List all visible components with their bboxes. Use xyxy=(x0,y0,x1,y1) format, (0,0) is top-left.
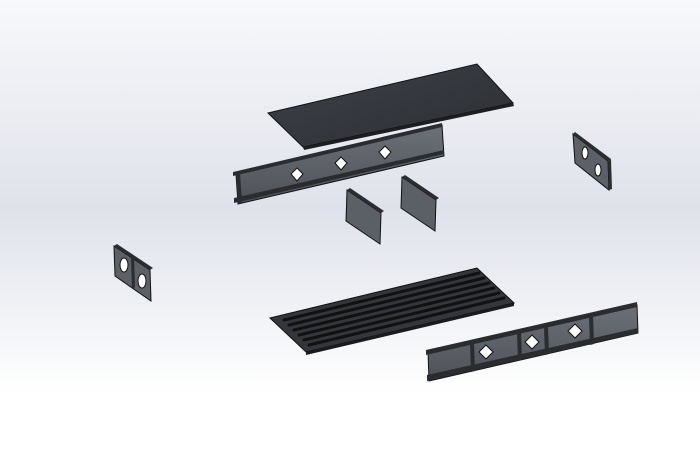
inner-divider-plate-left[interactable] xyxy=(345,188,384,245)
diamond-cutout xyxy=(378,145,392,160)
right-end-bracket[interactable] xyxy=(572,132,612,192)
diamond-cutout xyxy=(478,344,494,360)
lower-front-beam[interactable] xyxy=(426,302,639,382)
diamond-cutout xyxy=(524,334,540,350)
bottom-grate-plate[interactable] xyxy=(268,267,516,355)
left-end-bracket[interactable] xyxy=(113,244,153,302)
upper-front-beam[interactable] xyxy=(233,123,445,205)
inner-divider-plate-right[interactable] xyxy=(400,175,439,232)
diamond-cutout xyxy=(567,323,583,339)
grate-slots xyxy=(282,271,506,347)
diamond-cutout xyxy=(334,156,348,171)
top-cover-plate[interactable] xyxy=(266,63,514,150)
diamond-cutout xyxy=(290,167,304,182)
